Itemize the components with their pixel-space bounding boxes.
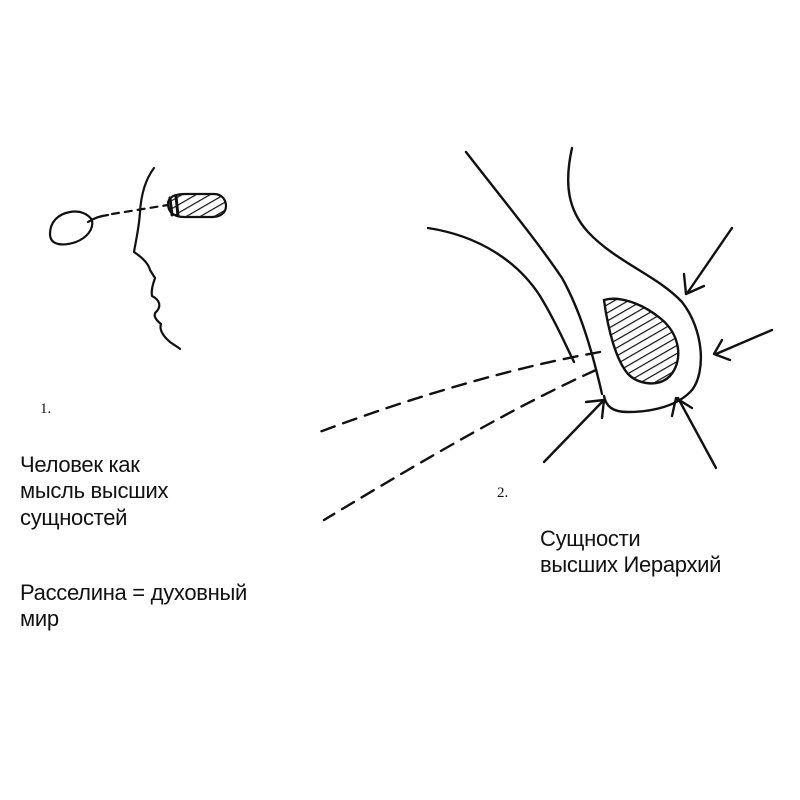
caption-cleft-spiritual-world: Расселина = духовный мир (20, 580, 248, 632)
arrowhead-right (712, 338, 732, 362)
arrow-right (714, 328, 774, 356)
thought-dashed-line (110, 203, 170, 216)
figure-2-drawing (312, 146, 774, 522)
thought-form-egg (48, 210, 94, 246)
thought-stem (86, 213, 110, 224)
caption-higher-hierarchies: Сущности высших Иерархий (540, 526, 722, 578)
arrowhead-bottom-left (584, 398, 606, 420)
cleft-outer-left-curve (426, 226, 576, 364)
dashed-ray-upper (312, 350, 602, 436)
cleft-left-line (464, 150, 604, 396)
figure-1-drawing (48, 166, 228, 351)
dashed-ray-lower (322, 368, 598, 522)
arrow-bottom-right (676, 396, 718, 470)
figure-2-number: 2. (497, 485, 509, 501)
figure-1-number: 1. (40, 401, 52, 417)
hatched-oblong (166, 192, 228, 219)
arrow-top-right (686, 226, 734, 294)
cleft-right-curve (566, 146, 702, 414)
arrow-bottom-left (542, 400, 604, 464)
arrows-inward (542, 226, 774, 470)
arrowhead-bottom-right (670, 396, 694, 418)
hatched-teardrop (602, 297, 680, 385)
arrowhead-top-right (682, 272, 706, 296)
caption-human-as-thought: Человек как мысль высших сущностей (20, 452, 169, 530)
face-profile (132, 166, 182, 351)
